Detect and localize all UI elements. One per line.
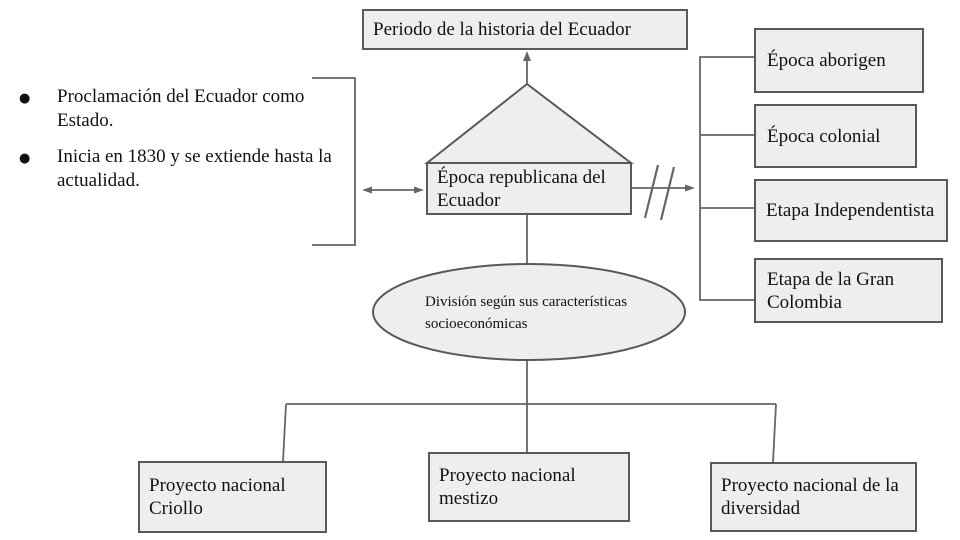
- node-division-socioeconomica-label: División según sus características socio…: [425, 294, 628, 332]
- node-epoca-republicana: Época republicana del Ecuador: [426, 162, 632, 215]
- node-etapa-gran-colombia: Etapa de la Gran Colombia: [754, 258, 943, 323]
- arrowhead-left-icon: [362, 186, 372, 194]
- node-epoca-colonial: Época colonial: [754, 104, 917, 168]
- bullet-icon: ●: [19, 91, 31, 106]
- list-item: ● Proclamación del Ecuador como Estado.: [18, 85, 362, 133]
- bullet-icon: ●: [19, 151, 31, 166]
- node-label: Proyecto nacional Criollo: [149, 475, 286, 519]
- node-label: Etapa de la Gran Colombia: [767, 268, 895, 313]
- node-label: Proyecto nacional mestizo: [439, 465, 576, 509]
- triangle-shape: [424, 82, 634, 164]
- notes-list: ● Proclamación del Ecuador como Estado. …: [18, 85, 336, 193]
- right-column-spine: [699, 56, 754, 301]
- node-epoca-aborigen: Época aborigen: [754, 28, 924, 93]
- ellipse-shape: [372, 263, 686, 361]
- node-label: Época republicana del Ecuador: [437, 166, 606, 211]
- drop-left: [282, 403, 287, 462]
- arrowhead-break-icon: [685, 184, 695, 192]
- node-proyecto-diversidad: Proyecto nacional de la diversidad: [710, 462, 917, 532]
- node-label: Periodo de la historia del Ecuador: [373, 19, 632, 40]
- arrowhead-up-icon: [523, 51, 531, 61]
- arrowhead-right-icon: [414, 186, 424, 194]
- note-text: Inicia en 1830 y se extiende hasta la ac…: [57, 146, 332, 191]
- note-text: Proclamación del Ecuador como Estado.: [57, 86, 305, 131]
- list-item: ● Inicia en 1830 y se extiende hasta la …: [18, 145, 362, 193]
- node-proyecto-mestizo: Proyecto nacional mestizo: [428, 452, 630, 522]
- notes-bracket: [312, 77, 356, 246]
- node-etapa-independentista: Etapa Independentista: [754, 179, 948, 242]
- node-label: Época aborigen: [767, 50, 886, 71]
- break-slash-1: [643, 164, 660, 219]
- node-label: Época colonial: [767, 125, 881, 147]
- node-proyecto-criollo: Proyecto nacional Criollo: [138, 461, 327, 533]
- drop-right: [772, 403, 777, 463]
- node-periodo-historia: Periodo de la historia del Ecuador: [362, 9, 688, 50]
- node-label: Etapa Independentista: [766, 200, 935, 221]
- break-slash-2: [659, 166, 676, 221]
- node-label: Proyecto nacional de la diversidad: [721, 475, 899, 519]
